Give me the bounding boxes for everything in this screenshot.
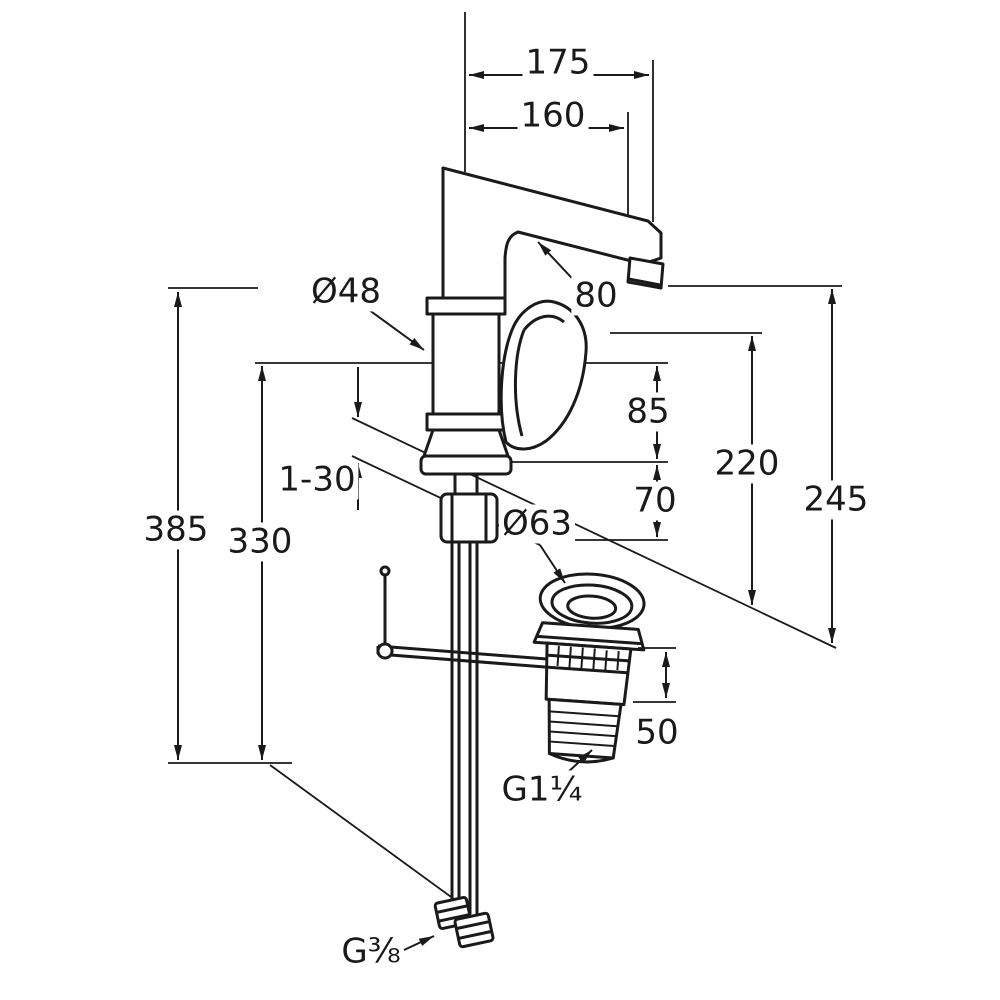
drain-flange-line [537,634,642,646]
mounting-nut-lines [450,494,488,542]
drain-threads [549,710,620,748]
dia-48-label: Ø48 [307,272,385,312]
drain-ribs [546,653,630,675]
pull-rod-knob [379,565,391,577]
extension-line-50 [633,647,676,703]
rod-joint [376,642,394,660]
dia-63-label: Ø63 [498,504,576,544]
mounting-nut [439,492,499,544]
drain-dome-center [566,594,618,620]
leader-dia48 [364,306,425,351]
supply-connectors [433,896,495,949]
leader-dia63 [539,544,566,584]
thread-supply-label: G⅜ [338,932,404,972]
dim-70-label: 70 [630,481,680,521]
handle-fold-line [522,314,565,331]
supply-hoses [450,542,479,914]
dim-385-label: 385 [140,510,212,550]
mounting-hardware [439,474,499,544]
pop-up-rod [376,565,561,670]
dim-85-label: 85 [623,392,673,432]
faucet-figure [376,166,665,949]
dim-1-30-label: 1-30 [275,460,359,500]
extension-line [269,764,459,903]
spout-outline [441,166,663,302]
thread-drain-label: G1¼ [498,770,586,810]
dim-50-label: 50 [632,713,682,753]
handle-blade [499,299,588,451]
faucet-spout [441,166,665,302]
drain-tailpiece [547,697,623,760]
faucet-body [419,296,513,476]
dim-175-label: 175 [522,43,594,83]
dim-160-label: 160 [517,96,589,136]
aerator-line [628,277,661,287]
body-cartridge [431,312,501,416]
faucet-handle [499,299,588,451]
leader-g1-14 [565,749,593,775]
base-plate [419,454,513,476]
supply-hose-right [468,542,479,914]
drain-assembly [532,572,646,764]
handle-fold-line [513,329,526,437]
threaded-shank [453,474,479,494]
dim-330-label: 330 [224,522,296,562]
body-cone [422,428,510,458]
supply-connector-right [453,911,495,949]
supply-hose-left [450,542,461,900]
body-ring-top [425,296,507,316]
leader-lines [364,241,676,951]
leader-g3-8 [403,935,435,951]
dim-80-label: 80 [571,276,621,316]
drain-slots [556,645,620,671]
dim-245-label: 245 [800,480,872,520]
dim-220-label: 220 [711,444,783,484]
body-ring-bottom [425,412,507,432]
